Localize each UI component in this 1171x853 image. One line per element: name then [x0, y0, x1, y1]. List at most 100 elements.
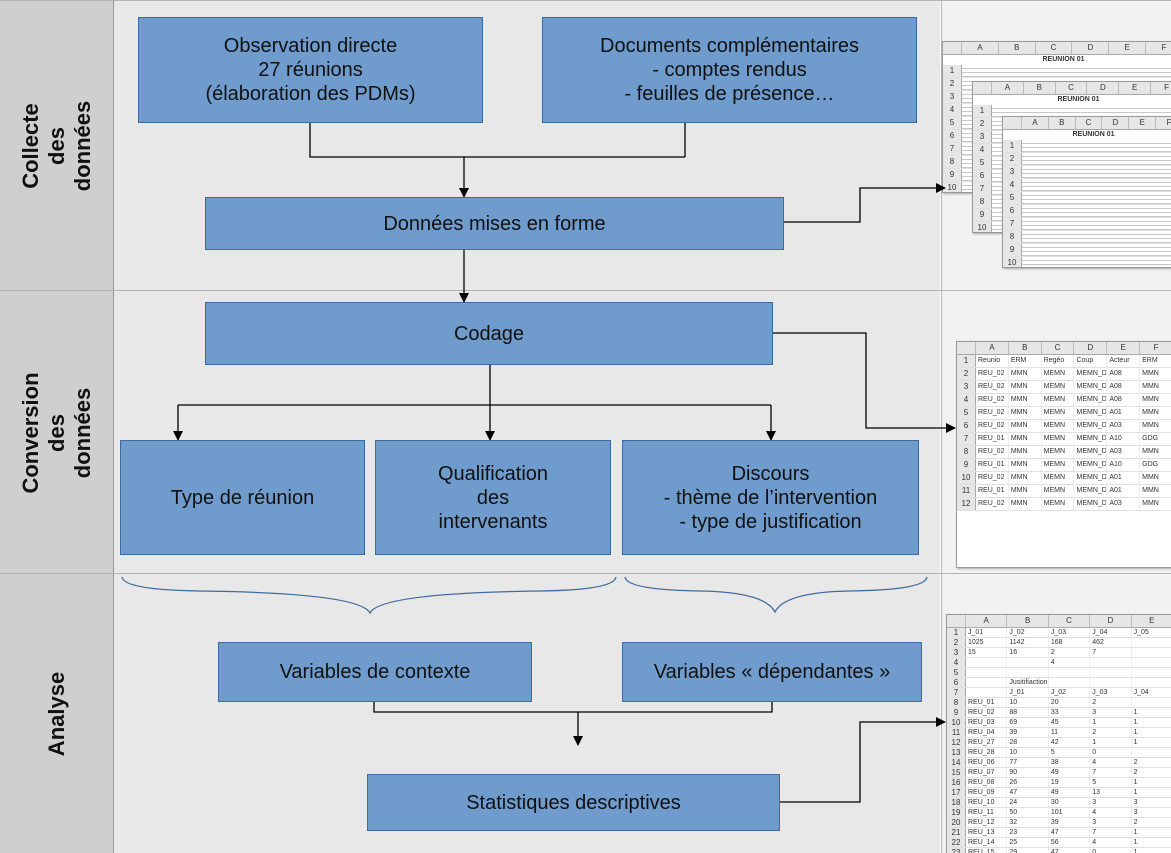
sheet-row: 1 — [1003, 140, 1171, 153]
row-number: 3 — [957, 381, 976, 393]
data-cell: MEMN_DIRM — [1074, 381, 1108, 393]
row-number: 4 — [943, 104, 962, 116]
row-number: 17 — [947, 788, 966, 797]
lane-label-analyse: Analyse — [0, 574, 114, 853]
data-cell: REU_07 — [966, 768, 1008, 777]
data-cell: 33 — [1049, 708, 1091, 717]
data-cell: 3 — [1132, 808, 1171, 817]
data-cell: 462 — [1090, 638, 1132, 647]
data-cell: REU_15 — [966, 848, 1008, 853]
data-cell: MEMN_DIRM — [1074, 446, 1108, 458]
data-cell: MEMN — [1042, 498, 1075, 510]
data-cell: REU_28 — [966, 748, 1008, 757]
column-letter: E — [1107, 342, 1141, 354]
row-number: 5 — [1003, 192, 1022, 204]
data-cell: A03 — [1107, 420, 1141, 432]
header-cell: Acteur — [1107, 355, 1141, 367]
data-cell: 28 — [1007, 738, 1049, 747]
data-cell: 3 — [1090, 798, 1132, 807]
row-number: 4 — [957, 394, 976, 406]
data-cell: J_04 — [1132, 688, 1171, 697]
row-number: 11 — [947, 728, 966, 737]
sheet-row: 5 — [947, 668, 1171, 678]
data-cell: MEMN_DIRM — [1074, 472, 1108, 484]
data-cell: 88 — [1007, 708, 1049, 717]
column-letter: C — [1076, 117, 1103, 129]
row-number: 3 — [943, 91, 962, 103]
data-cell: REU_02 — [976, 420, 1009, 432]
data-cell — [966, 688, 1008, 697]
data-cell: REU_02 — [966, 708, 1008, 717]
row-number: 21 — [947, 828, 966, 837]
data-cell: 4 — [1090, 758, 1132, 767]
data-cell: MEMN_DIRM — [1074, 433, 1108, 445]
data-cell: J_02 — [1007, 628, 1049, 637]
data-cell: MEMN — [1042, 420, 1075, 432]
row-number: 8 — [1003, 231, 1022, 243]
column-letter: A — [966, 615, 1008, 627]
data-cell: MEMN_DIRM — [1074, 485, 1108, 497]
row-number: 8 — [957, 446, 976, 458]
data-cell: 69 — [1007, 718, 1049, 727]
column-letter: F — [1156, 117, 1171, 129]
data-cell: 0 — [1090, 848, 1132, 853]
data-cell: 39 — [1007, 728, 1049, 737]
data-cell: MMN — [1009, 498, 1042, 510]
text-lines — [1022, 153, 1171, 165]
lane-label-collecte: Collecte des données — [0, 1, 114, 291]
data-cell: 11 — [1049, 728, 1091, 737]
data-cell: MMN — [1140, 420, 1171, 432]
data-cell: MMN — [1140, 394, 1171, 406]
sheet-title: REUNION 01 — [1003, 130, 1171, 140]
data-cell: A03 — [1107, 498, 1141, 510]
data-cell: 1 — [1132, 828, 1171, 837]
data-cell: 7 — [1090, 648, 1132, 657]
data-cell: A10 — [1107, 433, 1141, 445]
column-letter: D — [1072, 42, 1110, 54]
data-cell: 7 — [1090, 768, 1132, 777]
brace-right — [624, 576, 928, 614]
row-number: 13 — [947, 748, 966, 757]
data-cell: 0 — [1090, 748, 1132, 757]
data-cell: 10 — [1007, 698, 1049, 707]
row-number: 22 — [947, 838, 966, 847]
box-observation: Observation directe 27 réunions (élabora… — [138, 17, 483, 123]
data-cell: REU_02 — [976, 381, 1009, 393]
column-letter: B — [1049, 117, 1076, 129]
column-letter: E — [1132, 615, 1171, 627]
sheet-row: 1 — [943, 65, 1171, 78]
data-cell: MMN — [1140, 498, 1171, 510]
row-number: 2 — [943, 78, 962, 90]
data-cell: MEMN — [1042, 394, 1075, 406]
data-cell: MEMN_DIRM — [1074, 368, 1108, 380]
text-lines — [1022, 231, 1171, 243]
column-letter: F — [1146, 42, 1171, 54]
column-letter: F — [1140, 342, 1171, 354]
data-cell: REU_02 — [976, 368, 1009, 380]
row-number: 5 — [947, 668, 966, 677]
data-cell: MMN — [1009, 368, 1042, 380]
lane-label-conversion: Conversion des données — [0, 291, 114, 574]
data-cell: 30 — [1049, 798, 1091, 807]
row-number: 15 — [947, 768, 966, 777]
data-cell: MEMN — [1042, 446, 1075, 458]
data-cell: MMN — [1009, 459, 1042, 471]
row-number: 5 — [957, 407, 976, 419]
data-cell: 1 — [1090, 718, 1132, 727]
data-cell: GDG — [1140, 433, 1171, 445]
